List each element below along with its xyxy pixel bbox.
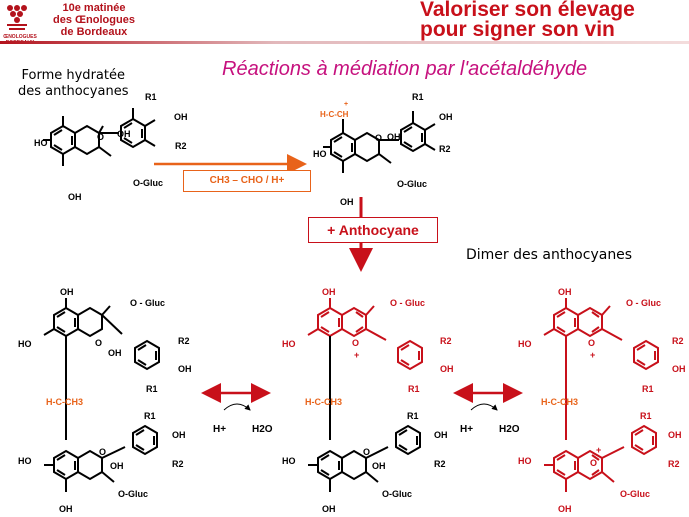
lbl-oh-e3: OH — [668, 430, 682, 440]
header-title-line-1: Valoriser son élevage — [420, 0, 635, 21]
lbl-o-b: O — [375, 133, 382, 143]
header-title-line-2: pour signer son vin — [420, 18, 615, 41]
lbl-plus-b: + — [344, 101, 348, 108]
lbl-oh-b4: OH — [439, 112, 453, 122]
event-name: 10e matinée des Œnologues de Bordeaux — [44, 2, 144, 38]
lbl-plus-d1: + — [354, 350, 359, 360]
molecule-hydrated-form — [43, 108, 156, 166]
lbl-r2-c1: R2 — [178, 336, 190, 346]
lbl-ogluc-b: O-Gluc — [397, 179, 427, 189]
lbl-hplus-2: H+ — [460, 424, 473, 435]
lbl-ho-e2: HO — [518, 456, 532, 466]
lbl-o-e2: O — [590, 458, 597, 468]
molecule-acetaldehyde-adduct — [323, 111, 436, 173]
lbl-oh-b2: OH — [340, 197, 354, 207]
lbl-ogluc-e2: O-Gluc — [620, 489, 650, 499]
lbl-oh-d2: OH — [440, 364, 454, 374]
header: ŒNOLOGUES BORDEAUX 10e matinée des Œnolo… — [0, 0, 689, 46]
molecule-dimer-2-bottom — [308, 336, 421, 492]
molecule-dimer-2-top — [307, 298, 423, 370]
label-forme-hydratee: Forme hydratée des anthocyanes — [18, 68, 128, 100]
event-name-line-2: des Œnologues — [53, 14, 135, 26]
lbl-oh-e2: OH — [672, 364, 686, 374]
lbl-r1-e1: R1 — [642, 384, 654, 394]
oenologues-logo-icon — [7, 5, 27, 30]
lbl-ogluc-d2: O-Gluc — [382, 489, 412, 499]
lbl-o-d2: O — [363, 447, 370, 457]
lbl-ogluc-e1: O - Gluc — [626, 298, 661, 308]
lbl-oh-c3: OH — [178, 364, 192, 374]
lbl-plus-e2: + — [596, 445, 601, 455]
lbl-oh-a4: OH — [174, 112, 188, 122]
lbl-ho-d2: HO — [282, 456, 296, 466]
lbl-r2-d2: R2 — [434, 459, 446, 469]
lbl-r2-e2: R2 — [668, 459, 680, 469]
lbl-bridge-b: H-C-CH — [320, 110, 349, 119]
lbl-oh-d4: OH — [372, 461, 386, 471]
lbl-oh-e1: OH — [558, 287, 572, 297]
lbl-ho-b1: HO — [313, 149, 327, 159]
lbl-r1-c1: R1 — [146, 384, 158, 394]
lbl-ogluc-d1: O - Gluc — [390, 298, 425, 308]
lbl-oh-d5: OH — [322, 504, 336, 514]
label-forme-line-1: Forme hydratée — [21, 68, 125, 83]
header-title: Valoriser son élevage pour signer son vi… — [420, 0, 635, 40]
dimer-label: Dimer des anthocyanes — [466, 247, 633, 263]
lbl-o-a1: O — [97, 132, 104, 142]
molecule-dimer-1 — [43, 298, 160, 492]
lbl-r1-e2: R1 — [640, 411, 652, 421]
lbl-o-e1: O — [588, 338, 595, 348]
lbl-oh-a2: OH — [68, 192, 82, 202]
curved-arrow-1 — [223, 403, 251, 411]
header-divider — [0, 41, 689, 44]
lbl-oh-d1: OH — [322, 287, 336, 297]
lbl-hplus-1: H+ — [213, 424, 226, 435]
lbl-r1-d2: R1 — [407, 411, 419, 421]
event-name-line-3: de Bordeaux — [60, 26, 128, 38]
lbl-ho-a1: HO — [34, 138, 48, 148]
lbl-r1-d1: R1 — [408, 384, 420, 394]
molecule-dimer-3 — [543, 298, 659, 492]
lbl-h2o-2: H2O — [499, 424, 520, 435]
lbl-plus-e1: + — [590, 350, 595, 360]
lbl-oh-e4: OH — [558, 504, 572, 514]
lbl-oh-b3: OH — [387, 132, 401, 142]
lbl-r1-a: R1 — [145, 92, 157, 102]
lbl-r2-b: R2 — [439, 144, 451, 154]
lbl-r1-c2: R1 — [144, 411, 156, 421]
lbl-ho-c2: HO — [18, 456, 32, 466]
slide-title: Réactions à médiation par l'acétaldéhyde — [222, 58, 588, 80]
lbl-ogluc-c1: O - Gluc — [130, 298, 165, 308]
lbl-o-c1: O — [95, 338, 102, 348]
lbl-o-c2: O — [99, 447, 106, 457]
lbl-r2-d1: R2 — [440, 336, 452, 346]
lbl-oh-c5: OH — [110, 461, 124, 471]
lbl-o-d1: O — [352, 338, 359, 348]
lbl-ho-d1: HO — [282, 339, 296, 349]
lbl-oh-c2: OH — [108, 348, 122, 358]
curved-arrow-2 — [470, 403, 498, 411]
lbl-ogluc-c2: O-Gluc — [118, 489, 148, 499]
reagent-label: CH3 – CHO / H+ — [183, 170, 311, 192]
lbl-r1-b: R1 — [412, 92, 424, 102]
lbl-r2-e1: R2 — [672, 336, 684, 346]
lbl-r2-a: R2 — [175, 141, 187, 151]
lbl-bridge-e: H-C-CH3 — [541, 397, 578, 407]
lbl-ho-c1: HO — [18, 339, 32, 349]
lbl-oh-c4: OH — [172, 430, 186, 440]
lbl-oh-c1: OH — [60, 287, 74, 297]
lbl-r2-c2: R2 — [172, 459, 184, 469]
lbl-oh-c6: OH — [59, 504, 73, 514]
label-forme-line-2: des anthocyanes — [18, 84, 129, 99]
event-name-line-1: 10e matinée — [62, 2, 126, 14]
plus-anthocyane-label: + Anthocyane — [308, 217, 438, 243]
lbl-ogluc-a: O-Gluc — [133, 178, 163, 188]
lbl-ho-e1: HO — [518, 339, 532, 349]
lbl-bridge-c: H-C-CH3 — [46, 397, 83, 407]
lbl-h2o-1: H2O — [252, 424, 273, 435]
lbl-oh-a3: OH — [117, 129, 131, 139]
lbl-bridge-d: H-C-CH3 — [305, 397, 342, 407]
lbl-oh-d3: OH — [434, 430, 448, 440]
